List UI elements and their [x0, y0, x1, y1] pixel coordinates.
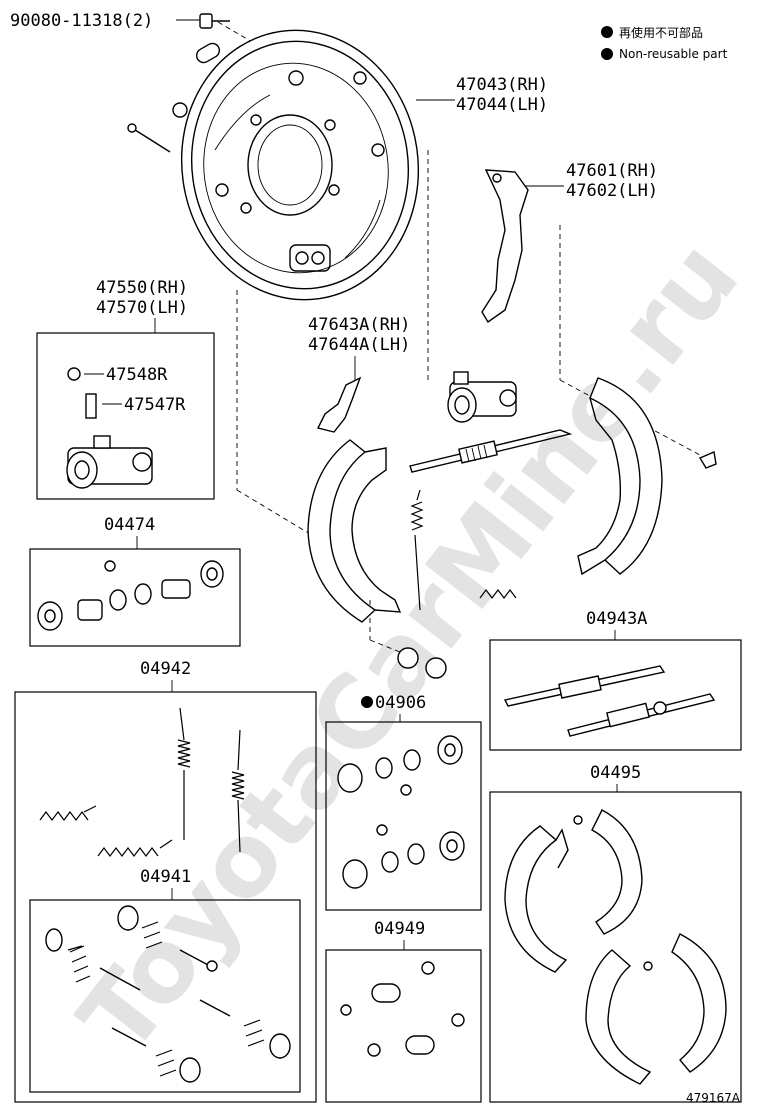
brake-shoe-right-drawing [577, 377, 663, 576]
label-lever-lh[interactable]: 47644A(LH) [308, 335, 410, 355]
plug-drawing [127, 42, 221, 153]
label-repair-kit[interactable]: 04906 [375, 693, 426, 713]
label-lever-rh[interactable]: 47643A(RH) [308, 315, 410, 335]
box-hold-kit [29, 899, 301, 1093]
cup-kit-drawing [37, 560, 224, 631]
bolt-drawing [199, 13, 230, 29]
box-spring-kit [14, 691, 317, 1103]
legend-jp: 再使用不可部品 [619, 25, 703, 40]
spring-kit-drawing [39, 707, 245, 857]
label-bleeder-plug-cap[interactable]: 47548R [106, 365, 168, 385]
adjusting-kit-drawing [503, 665, 716, 737]
box-shoe-kit [489, 791, 742, 1103]
label-backing-plate-lh[interactable]: 47044(LH) [456, 95, 548, 115]
misc-kit-drawing [340, 961, 465, 1057]
legend: 再使用不可部品 Non-reusable part [601, 25, 728, 61]
label-backing-plate-rh[interactable]: 47043(RH) [456, 75, 548, 95]
label-misc-kit[interactable]: 04949 [374, 919, 425, 939]
label-spring-kit[interactable]: 04942 [140, 659, 191, 679]
brake-shoe-left-drawing [307, 439, 402, 623]
label-bleeder-plug[interactable]: 47547R [124, 395, 186, 415]
box-cylinder [36, 332, 215, 500]
label-adjusting-kit[interactable]: 04943A [586, 609, 647, 629]
adjuster-drawing [409, 429, 573, 473]
cylinder-box-drawing [66, 367, 153, 489]
strut-drawing [481, 169, 529, 324]
legend-en: Non-reusable part [619, 47, 728, 61]
box-cup-kit [29, 548, 241, 647]
legend-dot-icon [601, 26, 613, 38]
label-bolt[interactable]: 90080-11318(2) [10, 11, 153, 31]
shoe-kit-drawing [504, 809, 727, 1085]
lever-drawing [316, 376, 362, 433]
non-reusable-dot-icon [361, 696, 373, 708]
springs-drawing [397, 451, 717, 679]
label-strut-rh[interactable]: 47601(RH) [566, 161, 658, 181]
label-cylinder-lh[interactable]: 47570(LH) [96, 298, 188, 318]
box-adjusting-kit [489, 639, 742, 751]
label-cup-kit[interactable]: 04474 [104, 515, 155, 535]
label-hold-kit[interactable]: 04941 [140, 867, 191, 887]
backing-plate-drawing [180, 29, 420, 301]
repair-kit-drawing [337, 735, 465, 889]
label-shoe-kit[interactable]: 04495 [590, 763, 641, 783]
figure-id: 479167A [686, 1091, 741, 1105]
leader-lines [84, 19, 618, 950]
wheel-cylinder-drawing [447, 371, 517, 423]
box-repair-kit [325, 721, 482, 911]
hold-kit-drawing [45, 905, 291, 1083]
label-cylinder-rh[interactable]: 47550(RH) [96, 278, 188, 298]
box-misc-kit [325, 949, 482, 1103]
label-strut-lh[interactable]: 47602(LH) [566, 181, 658, 201]
legend-dot-icon [601, 48, 613, 60]
